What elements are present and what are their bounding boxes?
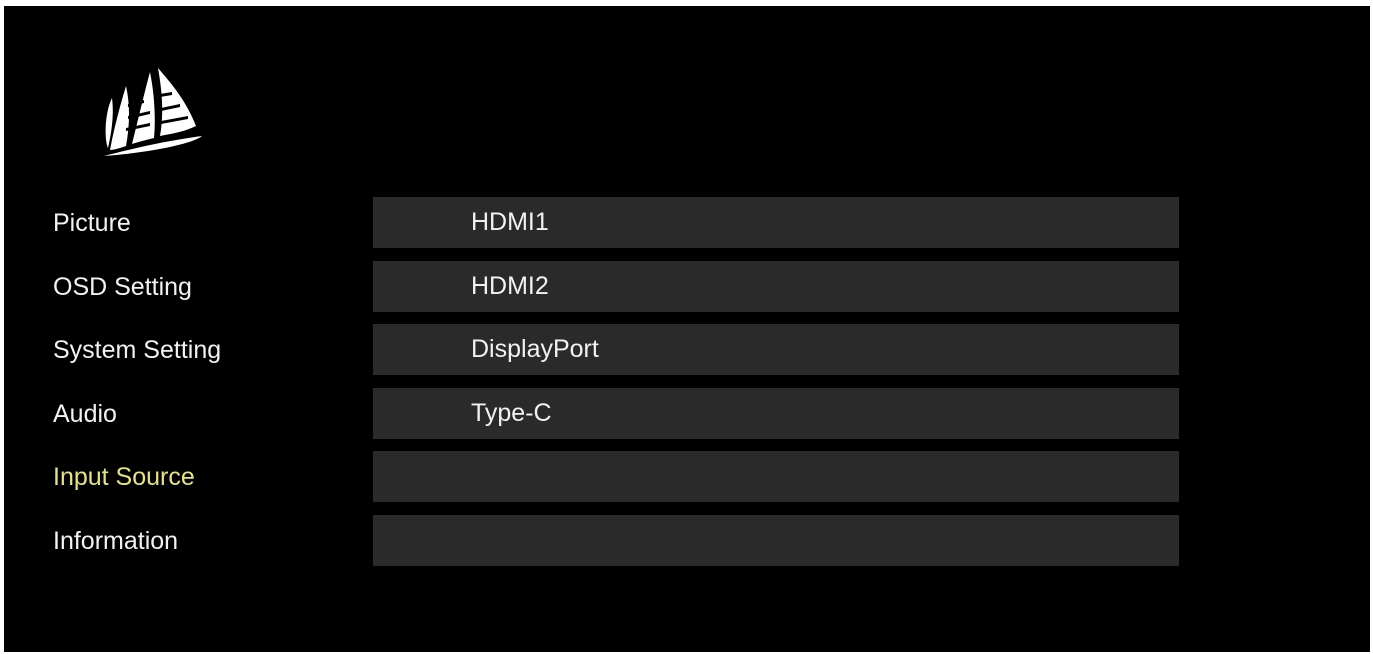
option-hdmi1[interactable]: HDMI1 [373, 197, 1179, 248]
option-label: DisplayPort [471, 335, 599, 363]
menu-item-audio[interactable]: Audio [53, 399, 117, 428]
option-hdmi2[interactable]: HDMI2 [373, 260, 1179, 312]
menu-item-system-setting[interactable]: System Setting [53, 336, 222, 364]
option-empty-row [373, 451, 1179, 502]
osd-main-menu: Picture OSD Setting System Setting Audio… [53, 196, 353, 577]
option-label: HDMI2 [471, 271, 549, 300]
osd-screen: Picture OSD Setting System Setting Audio… [4, 6, 1370, 652]
option-label: Type-C [471, 398, 552, 427]
menu-item-information[interactable]: Information [53, 526, 179, 555]
corsair-logo-icon [98, 64, 204, 160]
option-label: HDMI1 [471, 208, 549, 236]
menu-item-picture[interactable]: Picture [53, 209, 131, 237]
menu-item-osd-setting[interactable]: OSD Setting [53, 272, 192, 301]
option-type-c[interactable]: Type-C [373, 387, 1179, 439]
option-displayport[interactable]: DisplayPort [373, 324, 1179, 375]
menu-item-input-source[interactable]: Input Source [53, 463, 195, 491]
input-source-options: HDMI1 HDMI2 DisplayPort Type-C [373, 197, 1179, 578]
option-empty-row [373, 514, 1179, 566]
